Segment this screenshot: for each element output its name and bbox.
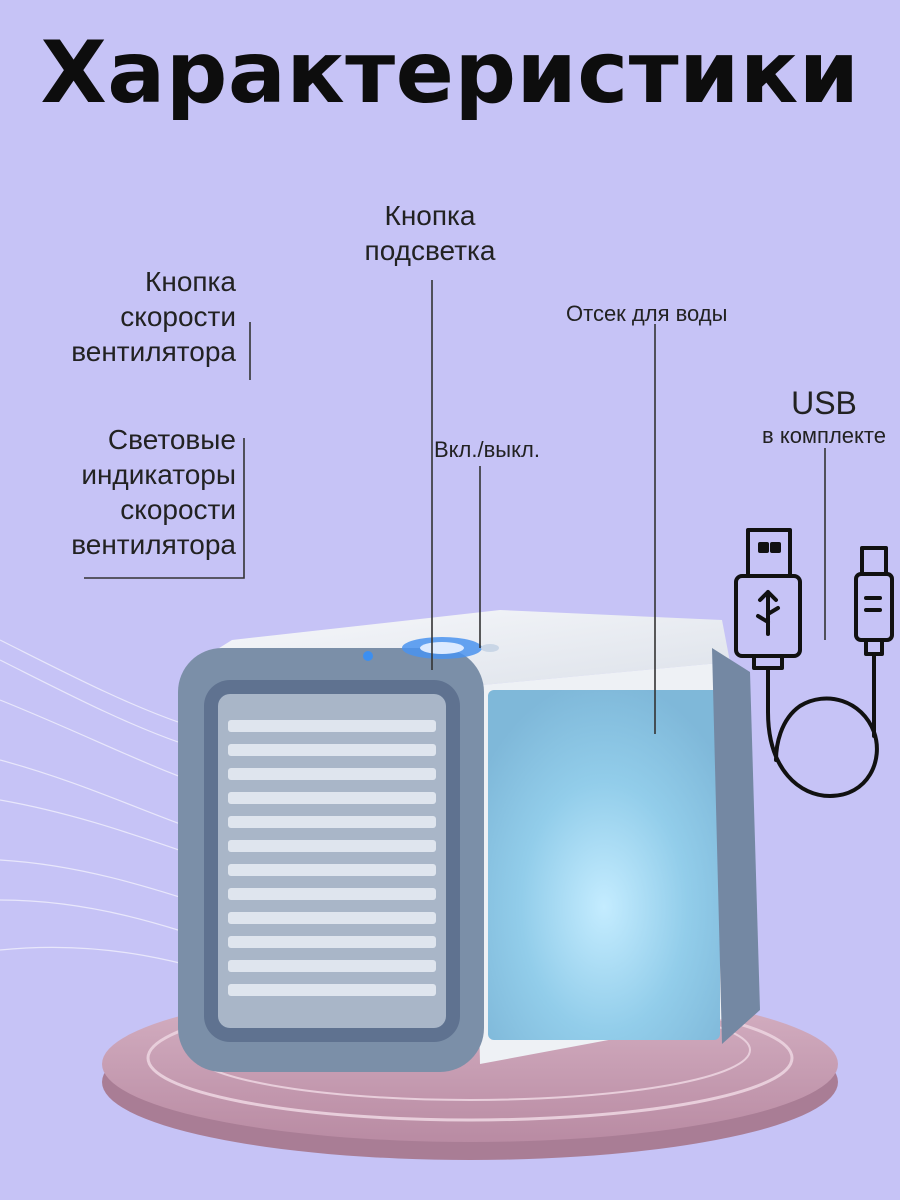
label-backlight-button: Кнопка подсветка bbox=[330, 198, 530, 268]
micro-usb-plug-icon bbox=[854, 546, 894, 656]
label-line: Кнопка bbox=[145, 266, 236, 297]
label-line: индикаторы bbox=[81, 459, 236, 490]
label-line: скорости bbox=[120, 301, 236, 332]
label-usb-subtitle: в комплекте bbox=[762, 423, 886, 448]
leader-lines bbox=[84, 280, 826, 734]
label-line: вентилятора bbox=[71, 529, 236, 560]
grille-slats bbox=[228, 720, 436, 996]
label-line: Кнопка bbox=[384, 200, 476, 231]
water-tank bbox=[488, 690, 720, 1040]
page-title: Характеристики bbox=[40, 23, 860, 123]
label-water-tank: Отсек для воды bbox=[566, 301, 728, 326]
label-usb-title: USB bbox=[791, 385, 857, 421]
usb-cable-icon bbox=[734, 528, 894, 798]
label-line: скорости bbox=[120, 494, 236, 525]
speed-indicators-leader bbox=[84, 438, 245, 579]
label-power-toggle: Вкл./выкл. bbox=[434, 437, 540, 462]
label-line: Световые bbox=[107, 424, 236, 455]
air-cooler-device bbox=[178, 610, 760, 1072]
label-fan-speed-button: Кнопка скорости вентилятора bbox=[40, 264, 236, 369]
label-line: вентилятора bbox=[71, 336, 236, 367]
label-speed-indicators: Световые индикаторы скорости вентилятора bbox=[40, 422, 236, 562]
label-line: подсветка bbox=[364, 235, 496, 266]
speed-indicator-icon bbox=[363, 651, 373, 661]
usb-a-plug-icon bbox=[734, 528, 802, 670]
